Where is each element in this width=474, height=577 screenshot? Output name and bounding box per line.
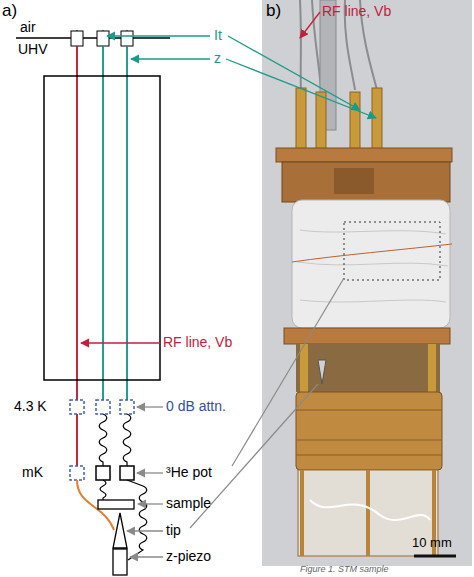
leader-arrow xyxy=(107,35,210,36)
vacuum-boundary xyxy=(16,37,170,39)
rf-line xyxy=(76,46,78,400)
rf-line xyxy=(76,414,78,466)
leader-arrow xyxy=(138,503,163,504)
z-line xyxy=(126,30,128,400)
z-line xyxy=(126,46,128,400)
scale-bar xyxy=(414,555,456,558)
feedthrough xyxy=(97,31,109,46)
schematic xyxy=(16,30,170,575)
part-label: z-piezo xyxy=(166,549,211,564)
current-line xyxy=(102,30,104,400)
sample xyxy=(98,500,134,509)
wrapped-pot xyxy=(292,200,450,328)
connector xyxy=(372,88,382,150)
tip xyxy=(113,513,127,548)
signal-label: z xyxy=(214,51,221,66)
temperature-label: 4.3 K xyxy=(14,399,47,414)
scale-label: 10 mm xyxy=(412,536,452,550)
leader-arrow xyxy=(228,36,360,110)
cage-wires xyxy=(310,500,430,520)
attenuator xyxy=(70,400,84,414)
signal-label: It xyxy=(214,28,222,43)
part-label: ³He pot xyxy=(166,465,212,480)
copper-plate xyxy=(276,148,452,162)
attenuator xyxy=(120,400,134,414)
coax-cable xyxy=(99,414,107,466)
dotted-box xyxy=(344,222,440,280)
thermalizer xyxy=(96,466,110,480)
connector xyxy=(296,88,306,150)
leader-arrow xyxy=(137,472,163,473)
part-label: sample xyxy=(166,496,211,511)
post xyxy=(428,344,436,392)
panel-label: b) xyxy=(266,2,281,21)
coax-cable xyxy=(123,414,131,466)
thin-wire xyxy=(292,244,452,262)
photo-tip xyxy=(318,360,326,384)
leader-arrow xyxy=(226,59,376,118)
leader-arrow xyxy=(81,342,160,343)
thermalizer xyxy=(120,466,134,480)
cryostat-box xyxy=(44,76,160,380)
attenuator xyxy=(96,400,110,414)
signal-label: RF line, Vb xyxy=(163,335,232,350)
bracket-block xyxy=(282,162,450,202)
leader-arrow xyxy=(127,530,163,531)
temperature-label: mK xyxy=(22,465,43,480)
cylinder-bands xyxy=(296,410,442,455)
connector xyxy=(316,92,326,150)
leader-arrow xyxy=(130,556,163,557)
leaders xyxy=(81,12,376,557)
part-label: tip xyxy=(166,523,181,538)
coax-cable xyxy=(100,480,106,500)
feedthrough xyxy=(121,31,133,46)
wrap-folds xyxy=(298,230,448,302)
panel-label: a) xyxy=(2,2,17,21)
attenuator-block xyxy=(334,168,374,194)
leader-arrow xyxy=(131,58,210,59)
gold-cylinder xyxy=(296,392,442,470)
post xyxy=(300,344,308,392)
connector xyxy=(350,92,360,150)
region-label: UHV xyxy=(18,42,48,57)
thermalizer xyxy=(70,466,84,480)
signal-label: RF line, Vb xyxy=(322,4,391,19)
leader-arrow xyxy=(300,12,320,38)
coax-cable xyxy=(127,480,147,560)
leader-arrow xyxy=(137,406,163,407)
figure-caption: Figure 1. STM sample xyxy=(300,565,389,575)
part-label: 0 dB attn. xyxy=(166,399,226,414)
feedthrough xyxy=(71,31,83,46)
z-piezo xyxy=(113,549,127,575)
current-line xyxy=(102,46,104,400)
region-label: air xyxy=(20,20,36,35)
leader-line xyxy=(232,278,344,466)
